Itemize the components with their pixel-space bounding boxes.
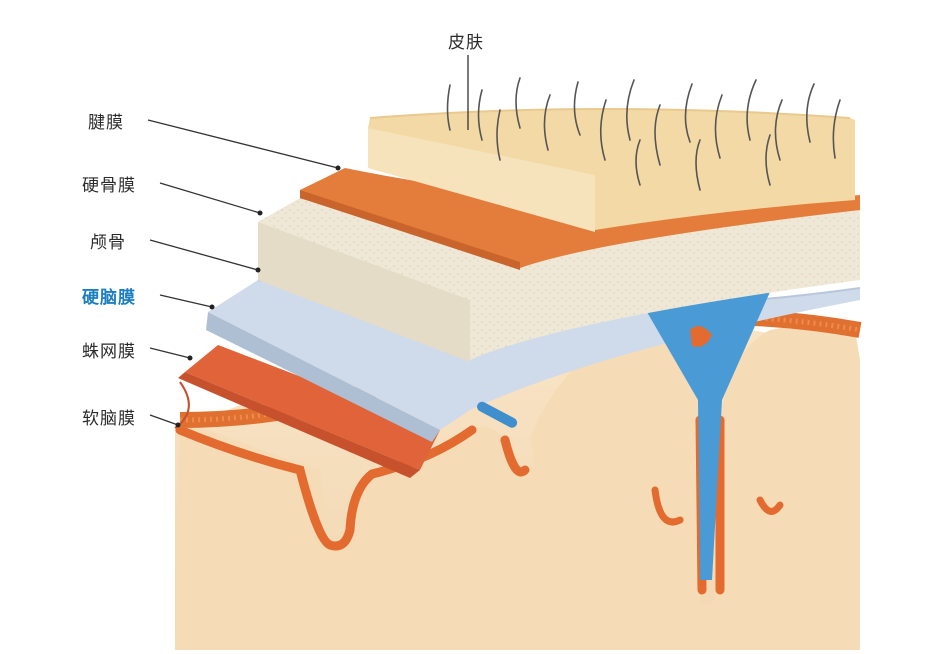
label-periosteum: 硬骨膜 <box>82 176 136 196</box>
label-pia: 软脑膜 <box>82 409 136 429</box>
hair <box>446 77 841 191</box>
label-galea: 腱膜 <box>88 113 124 133</box>
label-skull: 颅骨 <box>90 233 126 253</box>
leader-lines <box>147 55 469 426</box>
label-skin: 皮肤 <box>448 33 484 53</box>
label-arachnoid: 蛛网膜 <box>82 342 136 362</box>
sagittal-sinus <box>640 292 770 580</box>
skin-slab <box>368 108 855 232</box>
label-dura: 硬脑膜 <box>82 288 136 308</box>
